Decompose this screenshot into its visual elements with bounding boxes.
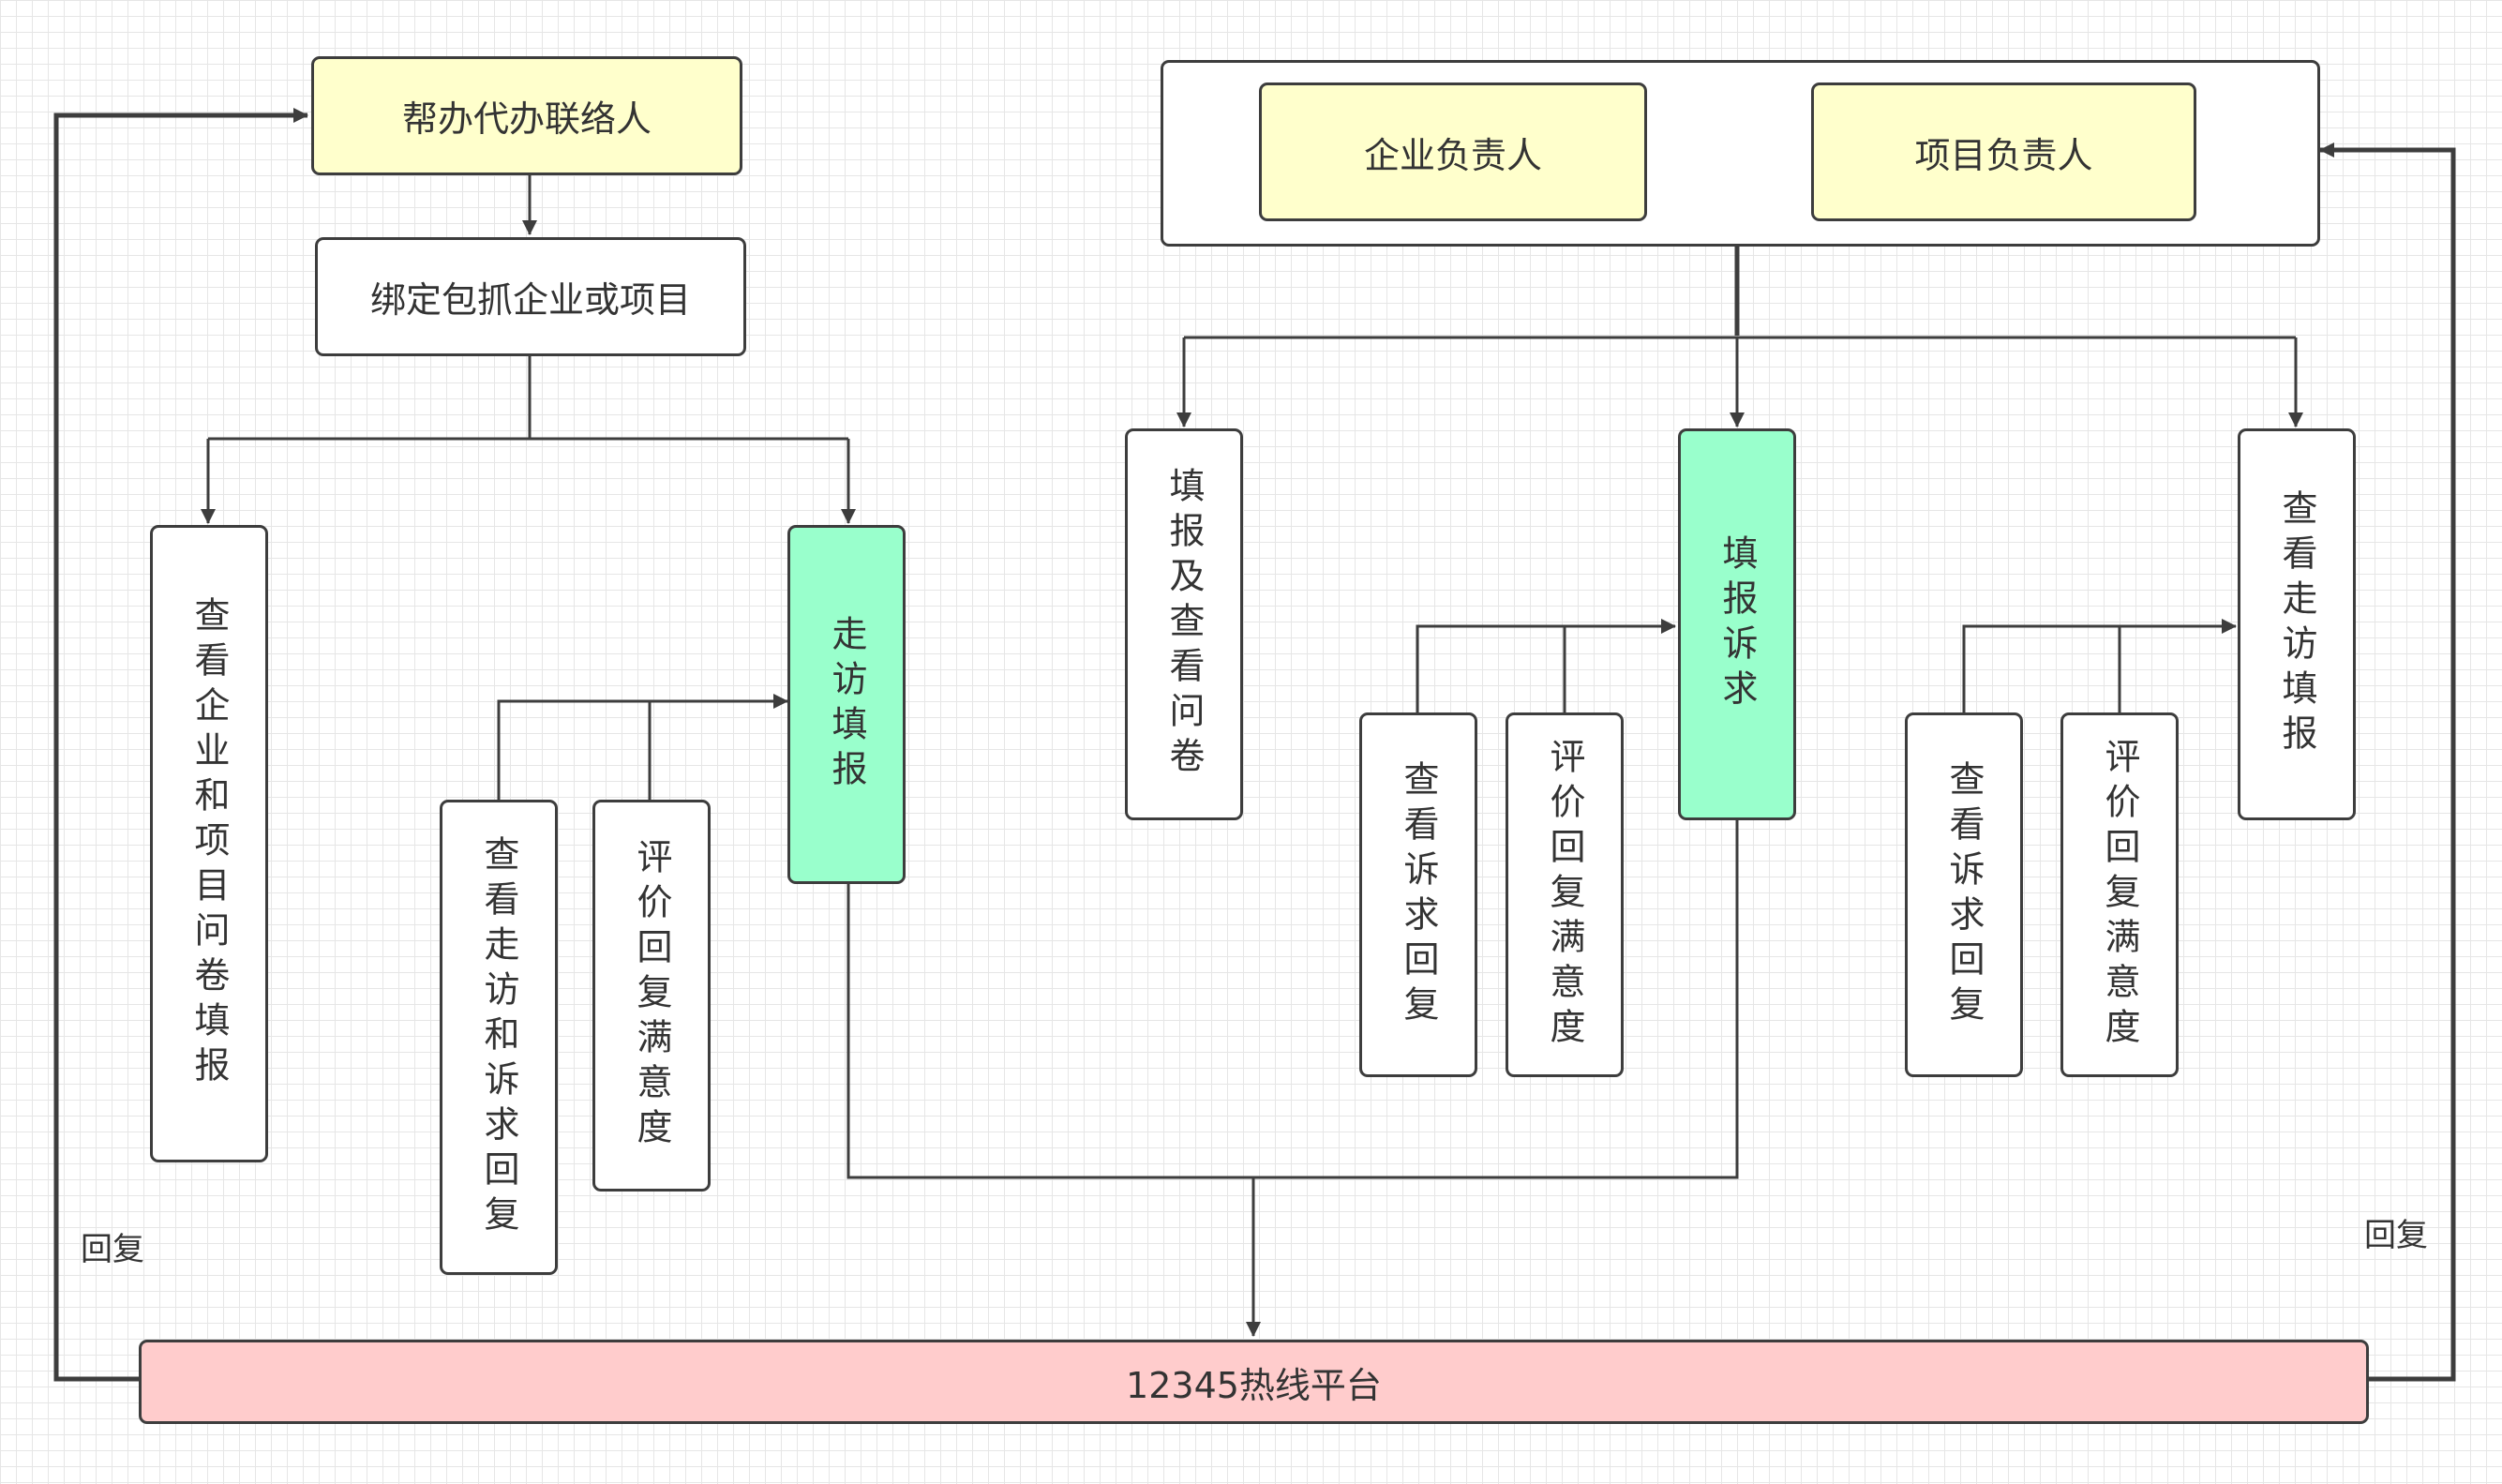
node-project-leader[interactable]: 项目负责人: [1811, 82, 2196, 221]
node-view-demand-reply-mid[interactable]: 查看诉求回复: [1359, 712, 1477, 1077]
reply-label-left: 回复: [81, 1231, 144, 1268]
node-view-visit-reply[interactable]: 查看走访和诉求回复: [440, 800, 558, 1275]
node-evaluate-left[interactable]: 评价回复满意度: [592, 800, 711, 1192]
node-hotline-label: 12345热线平台: [1126, 1364, 1382, 1406]
node-fill-demand-label: 填报诉求: [1716, 534, 1758, 714]
node-evaluate-right[interactable]: 评价回复满意度: [2060, 712, 2179, 1077]
node-evaluate-left-label: 评价回复满意度: [631, 838, 672, 1153]
node-bind-enterprise[interactable]: 绑定包抓企业或项目: [315, 237, 746, 356]
node-view-visit-fill[interactable]: 查看走访填报: [2238, 428, 2356, 820]
node-enterprise-leader[interactable]: 企业负责人: [1259, 82, 1647, 221]
node-view-questionnaire[interactable]: 查看企业和项目问卷填报: [150, 525, 268, 1162]
edge-right-sub-bracket: [1962, 624, 2121, 712]
node-visit-fill-left[interactable]: 走访填报: [787, 525, 906, 884]
node-view-demand-reply-mid-label: 查看诉求回复: [1398, 759, 1439, 1030]
node-helper-contact-label: 帮办代办联络人: [401, 98, 652, 140]
node-evaluate-mid[interactable]: 评价回复满意度: [1506, 712, 1624, 1077]
node-fill-demand[interactable]: 填报诉求: [1678, 428, 1796, 820]
node-helper-contact[interactable]: 帮办代办联络人: [311, 56, 742, 175]
node-enterprise-leader-label: 企业负责人: [1363, 134, 1542, 176]
edge-reply-left: [53, 108, 308, 1382]
node-visit-fill-left-label: 走访填报: [826, 614, 867, 795]
node-project-leader-label: 项目负责人: [1914, 134, 2093, 176]
node-bind-enterprise-label: 绑定包抓企业或项目: [369, 279, 691, 321]
edge-mid-sub-bracket: [1416, 624, 1566, 712]
node-evaluate-right-label: 评价回复满意度: [2099, 737, 2140, 1053]
node-hotline[interactable]: 12345热线平台: [139, 1340, 2369, 1424]
node-view-visit-fill-label: 查看走访填报: [2276, 489, 2317, 759]
edge-visit-fill-to-hotline: [846, 820, 1739, 1179]
edge-reply-right: [2319, 142, 2456, 1382]
node-view-visit-reply-label: 查看走访和诉求回复: [478, 834, 519, 1240]
node-fill-questionnaire[interactable]: 填报及查看问卷: [1125, 428, 1243, 820]
node-fill-questionnaire-label: 填报及查看问卷: [1163, 467, 1205, 782]
edge-left-sub-bracket: [497, 699, 652, 800]
node-view-questionnaire-label: 查看企业和项目问卷填报: [188, 596, 230, 1091]
node-view-demand-reply-right[interactable]: 查看诉求回复: [1905, 712, 2023, 1077]
node-evaluate-mid-label: 评价回复满意度: [1544, 737, 1585, 1053]
node-view-demand-reply-right-label: 查看诉求回复: [1943, 759, 1985, 1030]
reply-label-right: 回复: [2364, 1217, 2428, 1254]
